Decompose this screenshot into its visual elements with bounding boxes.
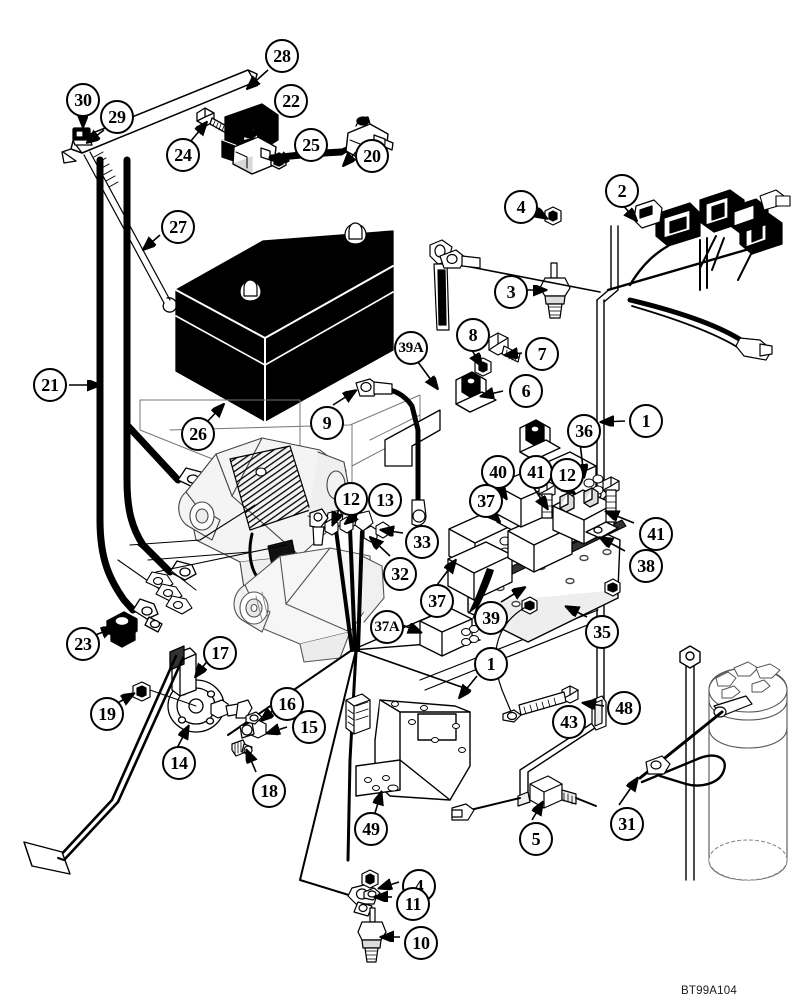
callout-13[interactable]: 13 — [368, 483, 402, 517]
wire-bundle-crossing — [227, 526, 481, 881]
callout-24[interactable]: 24 — [166, 138, 200, 172]
ground-terminal-lug — [132, 598, 163, 633]
nut-19 — [132, 681, 151, 702]
callout-22[interactable]: 22 — [274, 84, 308, 118]
callout-36[interactable]: 36 — [567, 414, 601, 448]
callout-35[interactable]: 35 — [585, 615, 619, 649]
washer-43 — [502, 709, 522, 723]
callout-21[interactable]: 21 — [33, 368, 67, 402]
starter-stud-lug — [309, 508, 329, 546]
bolt-7 — [488, 332, 521, 363]
nut-4-lower — [361, 869, 379, 889]
callout-40[interactable]: 40 — [481, 455, 515, 489]
sender-wire-3 — [439, 249, 601, 293]
pressure-switch-5 — [517, 775, 577, 809]
nut-4-upper — [544, 206, 562, 226]
cable-39A-end-lug — [411, 499, 427, 527]
callout-19[interactable]: 19 — [90, 697, 124, 731]
callout-30[interactable]: 30 — [66, 83, 100, 117]
harness-connectors-2 — [606, 189, 791, 292]
mounting-bracket-49 — [355, 699, 471, 801]
ground-lug-alt — [169, 560, 197, 581]
callout-41[interactable]: 41 — [519, 455, 553, 489]
solenoid-38 — [552, 487, 619, 545]
callout-37a[interactable]: 37A — [370, 610, 404, 644]
terminal-boot-23 — [106, 611, 138, 648]
callout-4[interactable]: 4 — [504, 190, 538, 224]
nut-8 — [474, 357, 492, 377]
bolt-41-right — [602, 476, 620, 523]
callout-11[interactable]: 11 — [396, 887, 430, 921]
callout-37[interactable]: 37 — [420, 584, 454, 618]
temperature-sender-10 — [357, 907, 387, 963]
callout-31[interactable]: 31 — [610, 807, 644, 841]
sender-cable-bottom — [299, 879, 353, 897]
callout-10[interactable]: 10 — [404, 926, 438, 960]
callout-43[interactable]: 43 — [552, 705, 586, 739]
starter-small-terminals — [145, 571, 193, 615]
callout-8[interactable]: 8 — [456, 318, 490, 352]
retainer-30 — [72, 127, 93, 146]
swoosh-39 — [468, 568, 494, 620]
callout-27[interactable]: 27 — [161, 210, 195, 244]
cable-39A-terminal — [355, 378, 393, 397]
clamp-6-lower — [519, 419, 561, 461]
callout-5[interactable]: 5 — [519, 822, 553, 856]
callout-12[interactable]: 12 — [550, 458, 584, 492]
clamp-6-upper — [455, 371, 497, 413]
callout-6[interactable]: 6 — [509, 374, 543, 408]
callout-3[interactable]: 3 — [494, 275, 528, 309]
alternator — [233, 547, 385, 663]
callout-20[interactable]: 20 — [355, 139, 389, 173]
callout-37[interactable]: 37 — [469, 484, 503, 518]
switch-assembly-14 — [23, 645, 267, 875]
bolt-48 — [518, 685, 579, 716]
harness-plug-connector — [345, 693, 371, 735]
callout-26[interactable]: 26 — [181, 417, 215, 451]
callout-41[interactable]: 41 — [639, 517, 673, 551]
connector-body-small — [591, 695, 607, 731]
filter-mount-post — [679, 645, 701, 881]
switch-shaft — [210, 699, 253, 719]
callout-39[interactable]: 39 — [474, 601, 508, 635]
callout-7[interactable]: 7 — [525, 337, 559, 371]
battery-26 — [175, 222, 394, 422]
callout-12[interactable]: 12 — [334, 482, 368, 516]
pressure-switch-wire — [451, 797, 597, 821]
battery-cable-ground-21 — [96, 156, 182, 614]
battery-tray-panel — [384, 409, 441, 467]
callout-1[interactable]: 1 — [474, 647, 508, 681]
callout-33[interactable]: 33 — [405, 525, 439, 559]
screw-18 — [231, 739, 253, 757]
callout-15[interactable]: 15 — [292, 710, 326, 744]
callout-2[interactable]: 2 — [605, 174, 639, 208]
callout-1[interactable]: 1 — [629, 404, 663, 438]
callout-49[interactable]: 49 — [354, 812, 388, 846]
figure-code: BT99A104 — [681, 985, 737, 997]
callout-17[interactable]: 17 — [203, 636, 237, 670]
callout-39a[interactable]: 39A — [394, 331, 428, 365]
callout-9[interactable]: 9 — [310, 406, 344, 440]
callout-38[interactable]: 38 — [629, 549, 663, 583]
callout-14[interactable]: 14 — [162, 746, 196, 780]
callout-18[interactable]: 18 — [252, 774, 286, 808]
callout-29[interactable]: 29 — [100, 100, 134, 134]
ground-wire-to-43 — [495, 607, 525, 715]
callout-32[interactable]: 32 — [383, 557, 417, 591]
filter-canister — [708, 661, 788, 881]
relay-37-b — [447, 541, 513, 601]
bracket-17 — [169, 645, 197, 697]
filter-cable-31 — [638, 710, 726, 787]
callout-23[interactable]: 23 — [66, 627, 100, 661]
callout-48[interactable]: 48 — [607, 691, 641, 725]
pedal-arm — [23, 654, 185, 875]
callout-25[interactable]: 25 — [294, 128, 328, 162]
temperature-sender-3 — [539, 262, 571, 319]
harness-lead-right — [627, 297, 773, 361]
callout-28[interactable]: 28 — [265, 39, 299, 73]
nuts-35 — [521, 578, 621, 615]
washer-16 — [245, 711, 263, 725]
